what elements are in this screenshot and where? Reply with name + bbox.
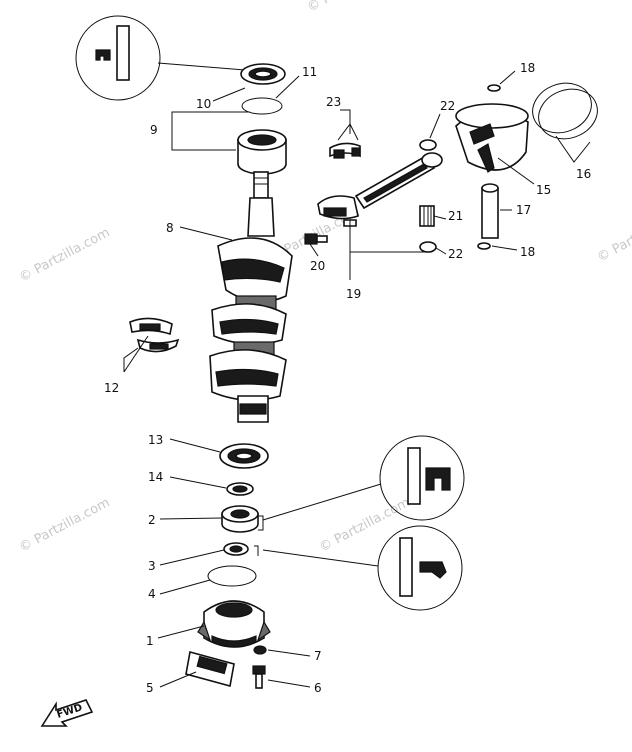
watermarks: © Partzilla.com © Partzilla.com © Partzi…	[17, 0, 632, 556]
ring-14	[226, 482, 254, 496]
piston-rings-16	[532, 82, 598, 140]
callout-19: 19	[346, 287, 361, 301]
bearing-2	[221, 505, 259, 533]
callout-4: 4	[148, 587, 156, 601]
needle-bearing-21	[419, 205, 435, 227]
watermark: © Partzilla.com	[305, 0, 401, 16]
watermark: © Partzilla.com	[17, 225, 113, 285]
callout-14: 14	[148, 470, 163, 484]
clip-18	[487, 84, 501, 92]
piston-pin-17	[481, 183, 499, 239]
callout-9: 9	[150, 123, 158, 137]
connecting-rod-19	[304, 142, 443, 245]
detail-circle-mid	[262, 435, 465, 521]
crankshaft-8	[209, 171, 293, 423]
callout-7: 7	[314, 649, 322, 663]
washer-3	[223, 542, 249, 556]
callout-2: 2	[148, 513, 156, 527]
callout-6: 6	[314, 681, 322, 695]
callout-10: 10	[196, 97, 211, 111]
callout-18b: 18	[520, 245, 535, 259]
clip-18	[477, 242, 491, 250]
callout-8: 8	[166, 221, 174, 235]
watermark: © Partzilla.com	[17, 495, 113, 555]
bolt-6	[252, 665, 266, 689]
circlip-11	[241, 97, 283, 115]
detail-circle-low	[262, 525, 463, 611]
callout-1: 1	[146, 634, 154, 648]
plate-5	[185, 650, 235, 688]
housing-1	[197, 600, 271, 648]
callout-22: 22	[440, 99, 455, 113]
callout-13: 13	[148, 433, 163, 447]
leader-lines	[123, 70, 591, 688]
callout-12: 12	[104, 381, 119, 395]
detail-circle-top	[75, 15, 246, 101]
o-ring-4	[207, 565, 257, 587]
oil-seal-10	[240, 63, 286, 85]
bearing-12	[129, 317, 180, 353]
callout-15: 15	[536, 183, 551, 197]
washer-22	[419, 139, 437, 151]
piston-15	[455, 103, 529, 173]
fwd-arrow-icon: FWD	[40, 699, 94, 727]
washer-7	[253, 645, 267, 655]
watermark: © Partzilla.com	[595, 205, 632, 265]
callout-22b: 22	[448, 247, 463, 261]
callout-20: 20	[310, 259, 325, 273]
callout-16: 16	[576, 167, 591, 181]
callout-11: 11	[302, 65, 317, 79]
callout-5: 5	[146, 681, 154, 695]
callout-23: 23	[326, 95, 341, 109]
watermark: © Partzilla.com	[317, 495, 413, 555]
callout-3: 3	[148, 559, 156, 573]
bearing-13	[219, 443, 269, 469]
callout-labels: 1 2 3 4 5 6 7 8 9 10 11 12 13 14 15 16 1…	[104, 61, 591, 695]
callout-21: 21	[448, 209, 463, 223]
callout-18: 18	[520, 61, 535, 75]
callout-17: 17	[516, 203, 531, 217]
washer-22	[419, 241, 437, 253]
bearing-9	[237, 129, 287, 175]
